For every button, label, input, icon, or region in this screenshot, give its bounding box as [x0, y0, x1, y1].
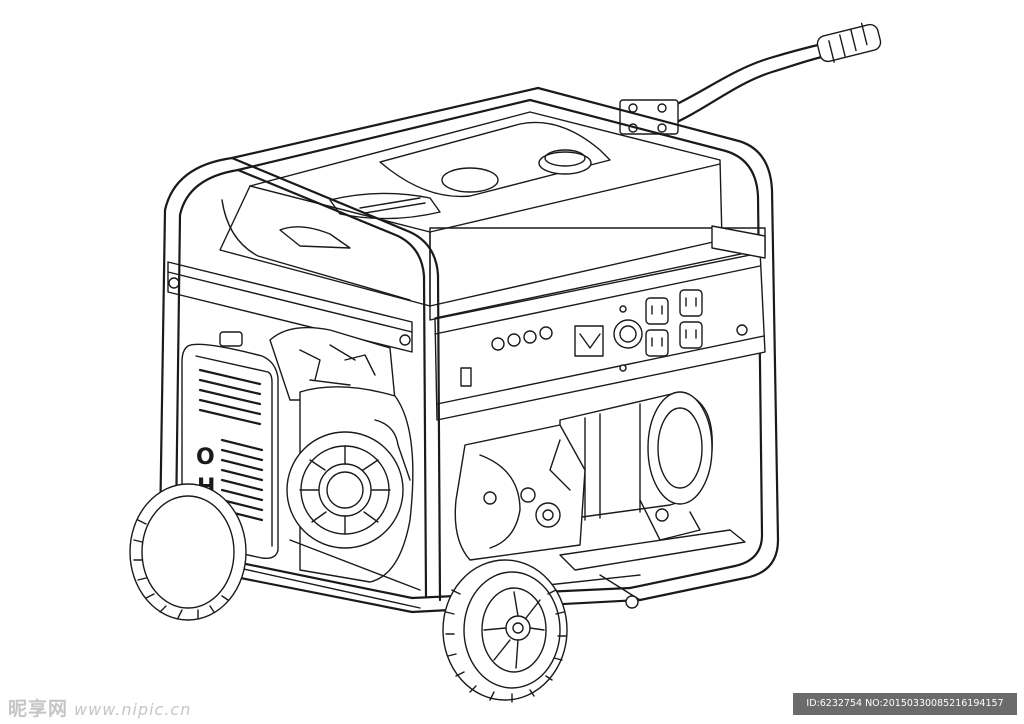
carburetor-bracket [455, 425, 585, 560]
alternator [560, 392, 712, 540]
image-id-bar: ID:6232754 NO:20150330085216194157 [793, 693, 1017, 715]
circuit-breakers [492, 327, 552, 350]
base-rails [230, 530, 745, 608]
site-watermark-url: www.nipic.cn [74, 700, 192, 719]
panel-meter [575, 326, 603, 356]
ohv-letter-o: O [196, 445, 215, 470]
image-id-text: ID:6232754 NO:20150330085216194157 [806, 698, 1004, 709]
fuel-cap [539, 152, 591, 174]
control-panel [430, 228, 765, 420]
outlet-group [646, 290, 702, 356]
engine [270, 328, 420, 590]
wheel-left [130, 484, 246, 620]
frame-rear [232, 88, 778, 600]
wheel-right [443, 560, 567, 702]
wheel-hub [506, 616, 530, 640]
twist-lock-outlet [614, 320, 642, 348]
pull-handle [620, 23, 882, 134]
engine-switch [461, 368, 471, 386]
site-watermark: 昵享网 www.nipic.cn [8, 694, 191, 721]
site-watermark-text: 昵享网 [8, 698, 69, 720]
cover-vents [200, 370, 262, 520]
upper-rail [168, 226, 765, 352]
